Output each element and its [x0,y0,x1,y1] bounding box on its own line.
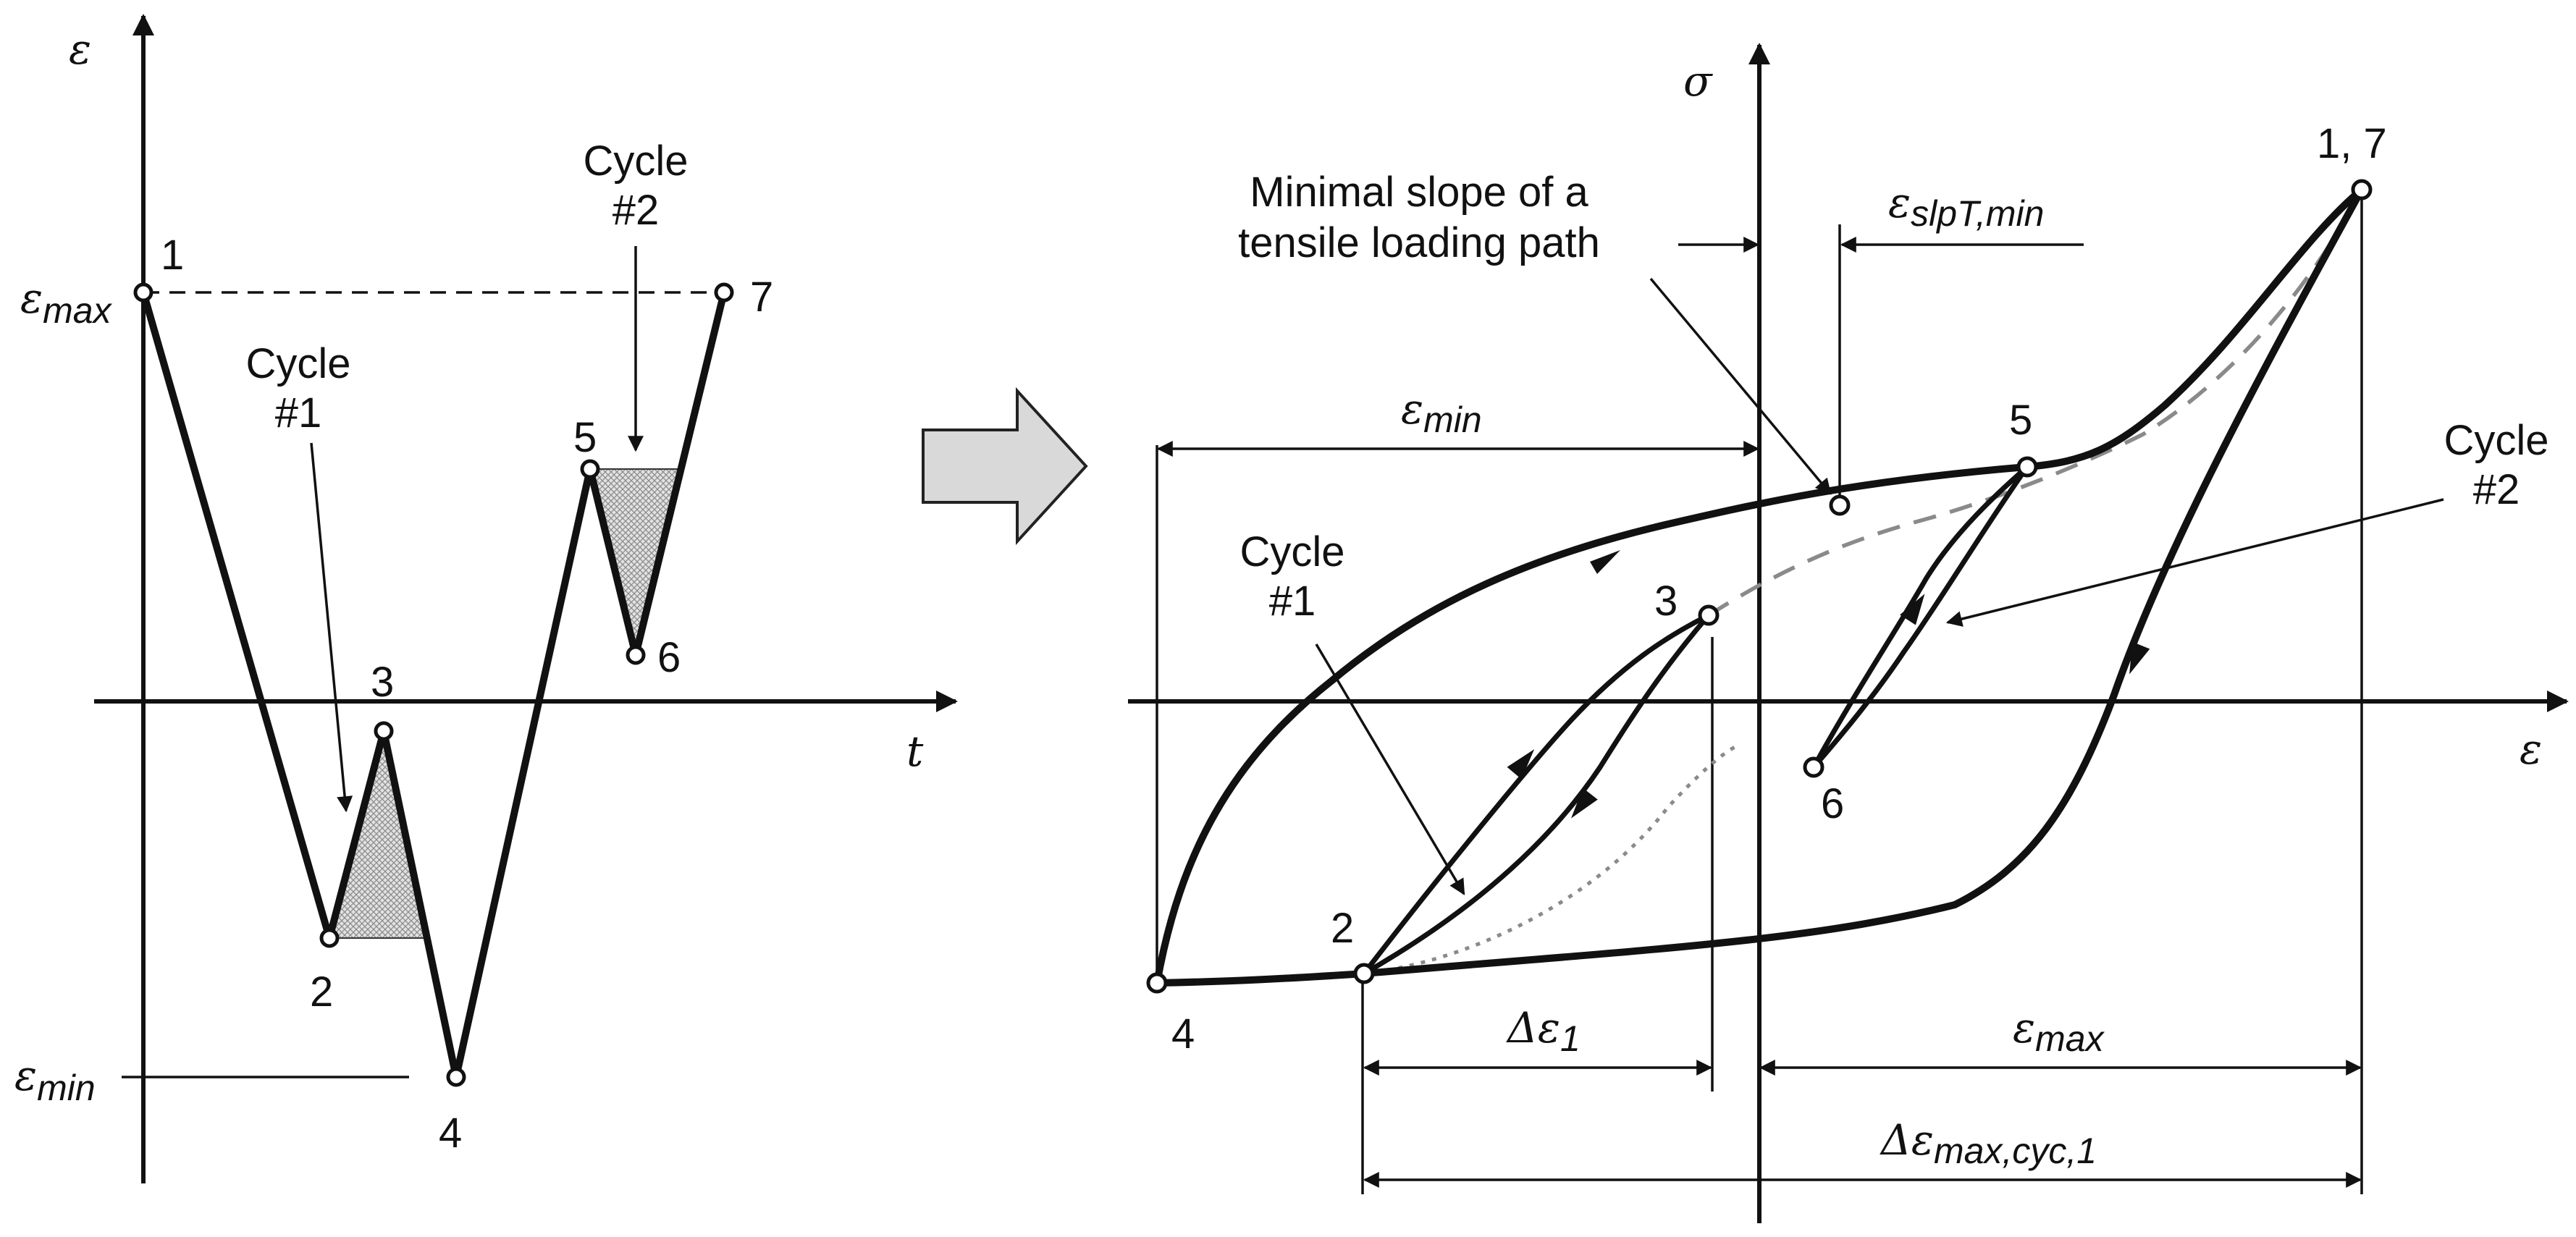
delta-eps1-label: Δε1 [1506,1003,1580,1059]
left-cycle2-label: Cycle#2 [583,138,688,234]
right-points [1146,179,2373,994]
cycle1-unloading-branch [1363,613,1711,976]
right-y-axis-label: σ [1683,56,1713,106]
compressive-envelope-curve [1153,186,2365,987]
left-point-label-7: 7 [750,274,773,321]
left-y-axis-label: ε [69,25,91,74]
left-point-label-1: 1 [161,232,184,279]
right-point-label-4: 4 [1171,1010,1195,1057]
left-point-2 [319,928,340,948]
right-point-label-3: 3 [1654,578,1678,625]
left-cycle1-label: Cycle#1 [245,340,350,436]
left-eps-max-label: εmax [20,274,113,331]
right-cycle2-arrow [1945,498,2444,627]
right-point-label-2: 2 [1331,905,1354,952]
left-point-label-2: 2 [310,968,333,1016]
left-cycle1-arrow [310,442,353,813]
strain-time-plot: ε t 1 2 3 4 5 6 7 εmax εmin C [14,14,958,1183]
reload-dotted-path [1363,743,1739,976]
cycle1-loading-branch [1362,612,1710,976]
envelope-direction-arrow [1590,550,1620,574]
right-point-1-7 [2351,179,2373,200]
left-point-label-3: 3 [371,659,394,706]
right-point-3 [1698,604,1720,626]
right-eps-max-label: εmax [2013,1003,2105,1059]
cycle2-hatched-area [589,468,681,656]
eps-slpT-label: εslpT,min [1888,178,2044,234]
right-point-2 [1353,963,1375,984]
left-point-label-6: 6 [657,634,681,681]
left-point-3 [374,721,394,741]
right-point-6 [1803,756,1824,778]
left-point-1 [133,282,153,303]
right-eps-min-label: εmin [1401,384,1482,440]
stress-strain-plot: σ ε [1128,43,2569,1223]
min-slope-arrow [1649,277,1832,495]
left-point-label-4: 4 [439,1110,462,1157]
transition-arrow-icon [922,387,1088,546]
cycle2-loading-branch [1811,465,2029,769]
right-x-axis-label: ε [2520,725,2542,774]
left-x-axis-label: t [906,727,924,776]
delta-eps-max-cyc-label: Δεmax,cyc,1 [1880,1115,2097,1171]
unloading-direction-arrow [2129,641,2150,675]
envelope-dashed-path [1707,188,2364,617]
left-eps-min-label: εmin [14,1051,96,1108]
cycle1-up-arrow [1507,749,1535,780]
left-point-4 [446,1067,466,1087]
left-point-label-5: 5 [573,414,597,461]
right-point-label-5: 5 [2009,397,2032,444]
left-point-6 [626,645,646,665]
right-point-label-1-7: 1, 7 [2317,120,2387,167]
right-cycle1-arrow [1315,643,1465,895]
cycle2-up-arrow [1900,594,1925,625]
left-points [133,282,734,1087]
right-point-4 [1146,972,1168,994]
left-point-7 [714,282,734,303]
right-cycle2-label: Cycle#2 [2444,417,2548,513]
right-point-5 [2016,456,2038,478]
left-point-5 [580,459,600,479]
right-cycle1-label: Cycle#1 [1239,528,1344,625]
right-point-label-6: 6 [1821,780,1844,827]
right-point-min-slope [1829,494,1851,516]
cycle2-unloading-branch [1811,465,2029,769]
cycle1-down-arrow [1571,788,1598,819]
tensile-envelope-curve [1153,186,2365,987]
